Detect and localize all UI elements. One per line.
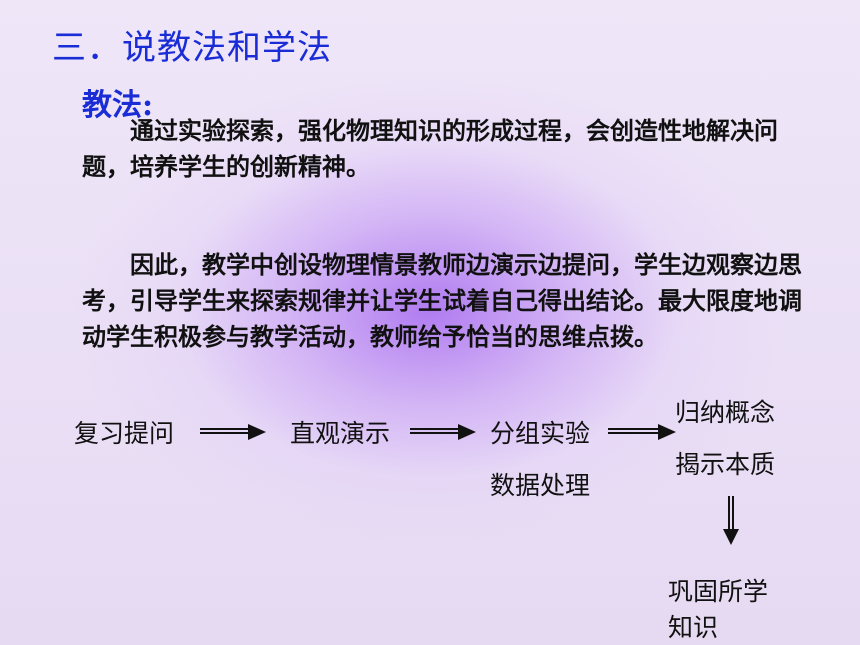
right-arrow-icon [608,424,676,440]
flow-step-consolidate: 巩固所学 [668,577,769,606]
right-arrow-icon [200,424,266,440]
right-arrow-icon [410,424,476,440]
slide-title: 三．说教法和学法 [52,28,332,68]
flow-step-reveal-essence: 揭示本质 [675,450,776,479]
section-subtitle: 教法: [82,88,154,123]
paragraph-teaching-method: 通过实验探索，强化物理知识的形成过程，会创造性地解决问题，培养学生的创新精神。 [82,116,778,181]
paragraph-teaching-process: 因此，教学中创设物理情景教师边演示边提问，学生边观察边思考，引导学生来探索规律并… [82,250,802,351]
flow-step-consolidate-knowledge: 知识 [668,613,719,642]
down-arrow-icon [723,496,741,546]
flow-step-group-experiment: 分组实验 [490,419,591,448]
flow-step-data-processing: 数据处理 [490,471,591,500]
flow-step-summarize-concept: 归纳概念 [675,398,776,427]
flow-step-demo: 直观演示 [290,419,391,448]
flow-step-review: 复习提问 [74,419,175,448]
